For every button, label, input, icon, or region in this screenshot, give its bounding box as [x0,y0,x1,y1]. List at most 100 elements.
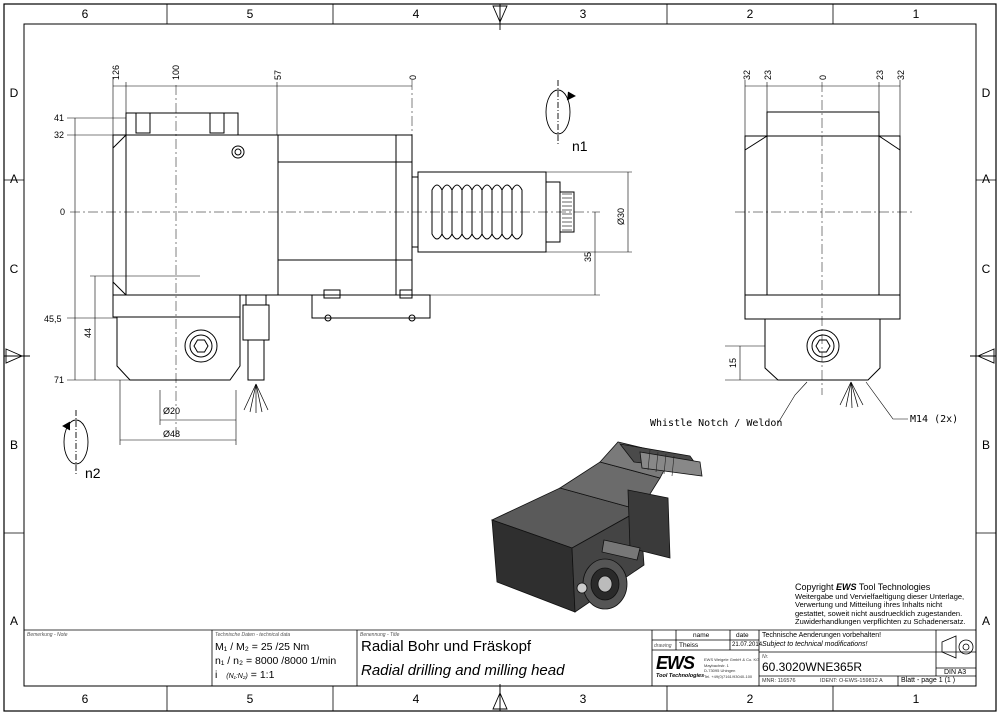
row-letter-right: A [982,614,990,628]
dim-45-5: 45,5 [44,314,62,324]
collar-right [744,294,901,320]
copyright-prefix: Copyright [795,582,837,592]
dim-57: 57 [273,70,283,80]
dim-r-32a: 32 [742,70,752,80]
column-numbers: 6 5 4 3 2 1 6 5 4 3 2 1 [82,7,920,706]
dimension-text-right: 32 23 0 23 32 15 [728,70,906,368]
copyright-notice: Copyright EWS Tool Technologies Weiterga… [795,583,975,627]
lube-plug [231,145,245,159]
dim-dia-30: Ø30 [616,208,626,225]
dim-dia-20: Ø20 [163,406,180,416]
tech-torque: M₁ / M₂ = 25 /25 Nm [215,641,310,653]
dim-r-0: 0 [818,75,828,80]
rotation-label-n2: n2 [85,465,101,481]
spindle-head-right [764,318,881,381]
title-german: Radial Bohr und Fräskopf [361,638,532,655]
rotation-label-n1: n1 [572,138,588,154]
ews-logo: EWS [656,653,695,673]
drawing-author: Theiss [679,642,699,649]
projection-symbol [941,635,974,659]
title-label: Benennung - Title [360,632,400,638]
tech-ratio: i (N₁:N₂) = 1:1 [215,669,274,681]
dim-71: 71 [54,375,64,385]
row-letter-right: D [982,86,991,100]
tech-ratio-value: = 1:1 [250,669,275,681]
col-num-top: 1 [913,7,920,21]
col-num-bottom: 5 [247,692,254,706]
center-lines-left [70,80,600,440]
dim-35: 35 [583,252,593,262]
copyright-heading: Copyright EWS Tool Technologies [795,583,975,592]
rotation-symbol-n1 [545,80,576,144]
main-housing [112,134,279,296]
center-lines-right [735,82,915,395]
dim-r-23a: 23 [763,70,773,80]
col-num-top: 3 [580,7,587,21]
row-letter-right: B [982,438,990,452]
col-num-bottom: 1 [913,692,920,706]
dim-0-top: 0 [408,75,418,80]
col-date-header: date [736,632,749,639]
dim-100: 100 [171,65,181,80]
copyright-line: Verwertung und Mitteilung ihres Inhalts … [795,600,943,610]
dim-126: 126 [111,65,121,80]
company-line: Maybachstr. 1 [704,662,729,668]
tech-ratio-symbol: i [215,669,218,681]
mnr: MNR: 116576 [762,678,796,684]
coolant-nozzle [242,304,270,341]
clamp-screw-outer [184,329,218,363]
company-line: Tel. +49(0)7161/93040-100 [704,673,753,679]
dimension-lines-left [67,78,632,445]
company-line: D-73095 Uhingen [704,668,736,674]
paper-format: DIN A3 [944,669,967,676]
spindle-collar [112,294,241,318]
row-letter-right: A [982,172,990,186]
dim-r-32b: 32 [896,70,906,80]
callout-m14: M14 (2x) [910,414,958,425]
dim-r-15: 15 [728,358,738,368]
dim-32: 32 [54,130,64,140]
top-block-right [766,111,880,137]
col-name-header: name [693,632,710,639]
col-num-bottom: 6 [82,692,89,706]
row-letter-left: A [10,172,18,186]
col-num-bottom: 2 [747,692,754,706]
col-num-bottom: 3 [580,692,587,706]
copyright-line: Weitergabe und Vervielfaeltigung dieser … [795,591,965,601]
title-english: Radial drilling and milling head [361,662,565,679]
dimension-text-left: 126 100 57 0 41 32 0 45,5 44 71 Ø30 35 Ø… [44,65,626,439]
dim-0-left: 0 [60,207,65,217]
ews-logo-subtitle: Tool Technologies [656,673,705,679]
dimension-lines-right [725,80,908,424]
col-num-top: 2 [747,7,754,21]
dim-41: 41 [54,113,64,123]
spindle-head [116,316,241,381]
dim-dia-48: Ø48 [163,429,180,439]
number-label: Nr. [762,654,769,660]
coolant-spray-right [839,381,864,409]
row-drawing-label: drawing [654,643,672,649]
row-letter-left: D [10,86,19,100]
top-block [125,112,239,136]
col-num-top: 5 [247,7,254,21]
changes-notice-de: Technische Aenderungen vorbehalten! [762,632,882,639]
copyright-line: gestattet, soweit nicht ausdruecklich zu… [795,608,963,618]
drawing-date: 21.07.2014 [732,642,763,648]
centering-marks [4,4,996,711]
copyright-brand: EWS [836,582,857,592]
coolant-spray [243,383,269,413]
remarks-label: Bemerkung - Note [27,632,68,638]
right-view [744,111,901,409]
row-letter-left: A [10,614,18,628]
row-letter-left: B [10,438,18,452]
tech-speed: n₁ / n₂ = 8000 /8000 1/min [215,655,337,667]
left-view [112,112,575,413]
col-num-top: 4 [413,7,420,21]
dim-44: 44 [83,328,93,338]
col-num-top: 6 [82,7,89,21]
ident: IDENT: O-EWS-159812 A [820,678,883,684]
col-num-bottom: 4 [413,692,420,706]
copyright-line: Zuwiderhandlungen verpflichten zu Schade… [795,617,966,627]
changes-notice-en: Subject to technical modifications! [762,641,868,648]
